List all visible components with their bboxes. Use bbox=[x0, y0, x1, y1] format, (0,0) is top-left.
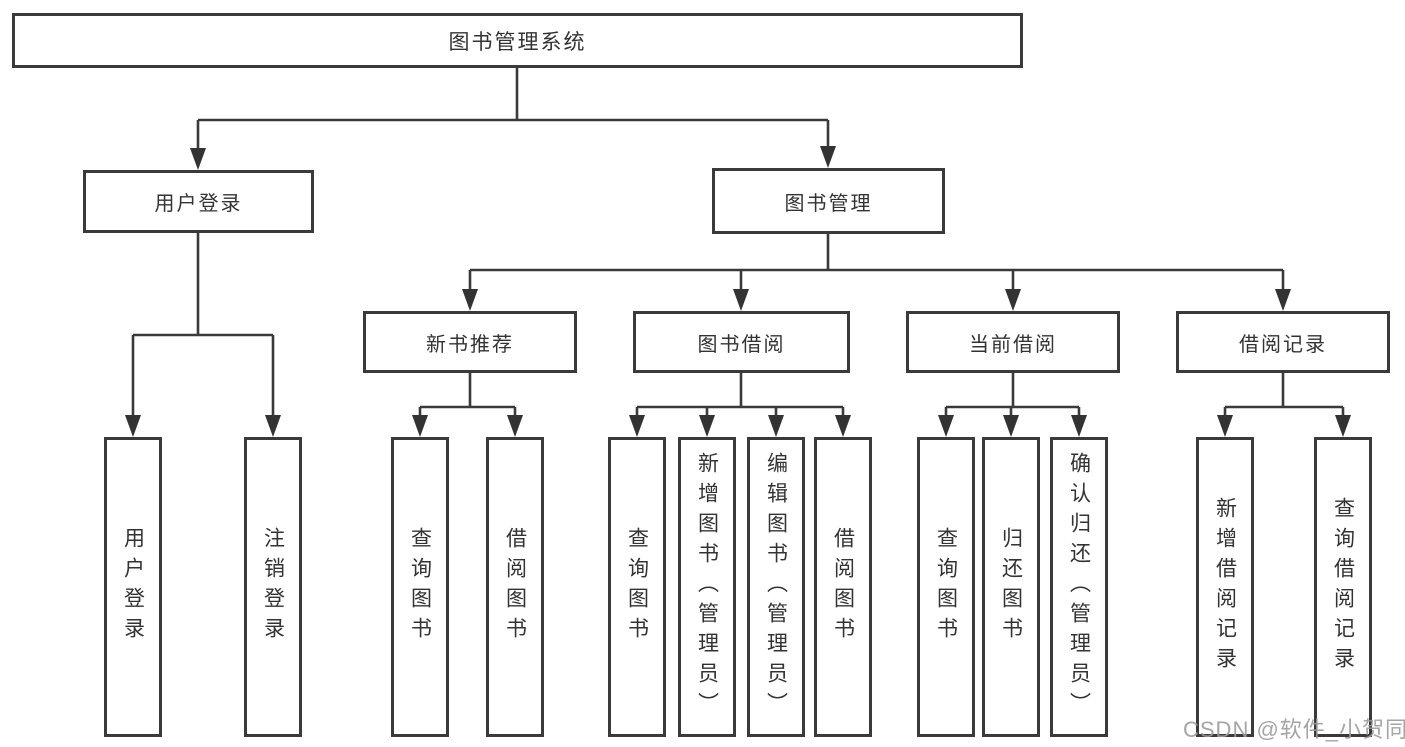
node-book-borrowing-label: 图书借阅 bbox=[697, 333, 786, 356]
leaf-query-books-3-label: 查询图书 bbox=[934, 527, 958, 647]
leaf-edit-books-admin-label: 编辑图书（管理员） bbox=[764, 452, 788, 722]
node-book-management-label: 图书管理 bbox=[784, 192, 873, 215]
leaf-logout-label: 注销登录 bbox=[261, 527, 285, 647]
leaf-borrow-books-1: 借阅图书 bbox=[486, 437, 544, 737]
node-new-book-recommend-label: 新书推荐 bbox=[426, 333, 514, 356]
leaf-user-login: 用户登录 bbox=[104, 437, 162, 737]
leaf-query-borrow-record-label: 查询借阅记录 bbox=[1331, 497, 1355, 677]
node-current-borrowing-label: 当前借阅 bbox=[969, 333, 1057, 356]
leaf-add-borrow-record: 新增借阅记录 bbox=[1196, 437, 1254, 737]
arrowhead-icons bbox=[125, 146, 1351, 437]
leaf-query-books-2-label: 查询图书 bbox=[625, 527, 649, 647]
node-root: 图书管理系统 bbox=[12, 13, 1023, 68]
leaf-query-books-3: 查询图书 bbox=[917, 437, 975, 737]
leaf-borrow-books-1-label: 借阅图书 bbox=[503, 527, 527, 647]
node-borrowing-records-label: 借阅记录 bbox=[1239, 333, 1327, 356]
node-user-login: 用户登录 bbox=[83, 170, 314, 233]
node-root-label: 图书管理系统 bbox=[448, 30, 587, 54]
node-new-book-recommend: 新书推荐 bbox=[363, 311, 577, 373]
leaf-return-books-label: 归还图书 bbox=[999, 527, 1023, 647]
leaf-query-books-1-label: 查询图书 bbox=[408, 527, 432, 647]
leaf-edit-books-admin: 编辑图书（管理员） bbox=[747, 437, 805, 737]
node-borrowing-records: 借阅记录 bbox=[1176, 311, 1390, 373]
node-current-borrowing: 当前借阅 bbox=[906, 311, 1120, 373]
leaf-add-borrow-record-label: 新增借阅记录 bbox=[1213, 497, 1237, 677]
leaf-add-books-admin-label: 新增图书（管理员） bbox=[695, 452, 719, 722]
leaf-confirm-return-admin: 确认归还（管理员） bbox=[1050, 437, 1108, 737]
leaf-confirm-return-admin-label: 确认归还（管理员） bbox=[1067, 452, 1091, 722]
leaf-user-login-label: 用户登录 bbox=[121, 527, 145, 647]
leaf-borrow-books-2: 借阅图书 bbox=[814, 437, 872, 737]
node-book-management: 图书管理 bbox=[712, 168, 945, 234]
watermark: CSDN @软件_小贺同学 bbox=[1183, 717, 1405, 742]
leaf-query-books-2: 查询图书 bbox=[608, 437, 666, 737]
node-user-login-label: 用户登录 bbox=[154, 193, 243, 215]
leaf-add-books-admin: 新增图书（管理员） bbox=[678, 437, 736, 737]
leaf-logout: 注销登录 bbox=[244, 437, 302, 737]
leaf-query-borrow-record: 查询借阅记录 bbox=[1314, 437, 1372, 737]
leaf-query-books-1: 查询图书 bbox=[391, 437, 449, 737]
leaf-return-books: 归还图书 bbox=[982, 437, 1040, 737]
leaf-borrow-books-2-label: 借阅图书 bbox=[831, 527, 855, 647]
node-book-borrowing: 图书借阅 bbox=[633, 311, 850, 373]
